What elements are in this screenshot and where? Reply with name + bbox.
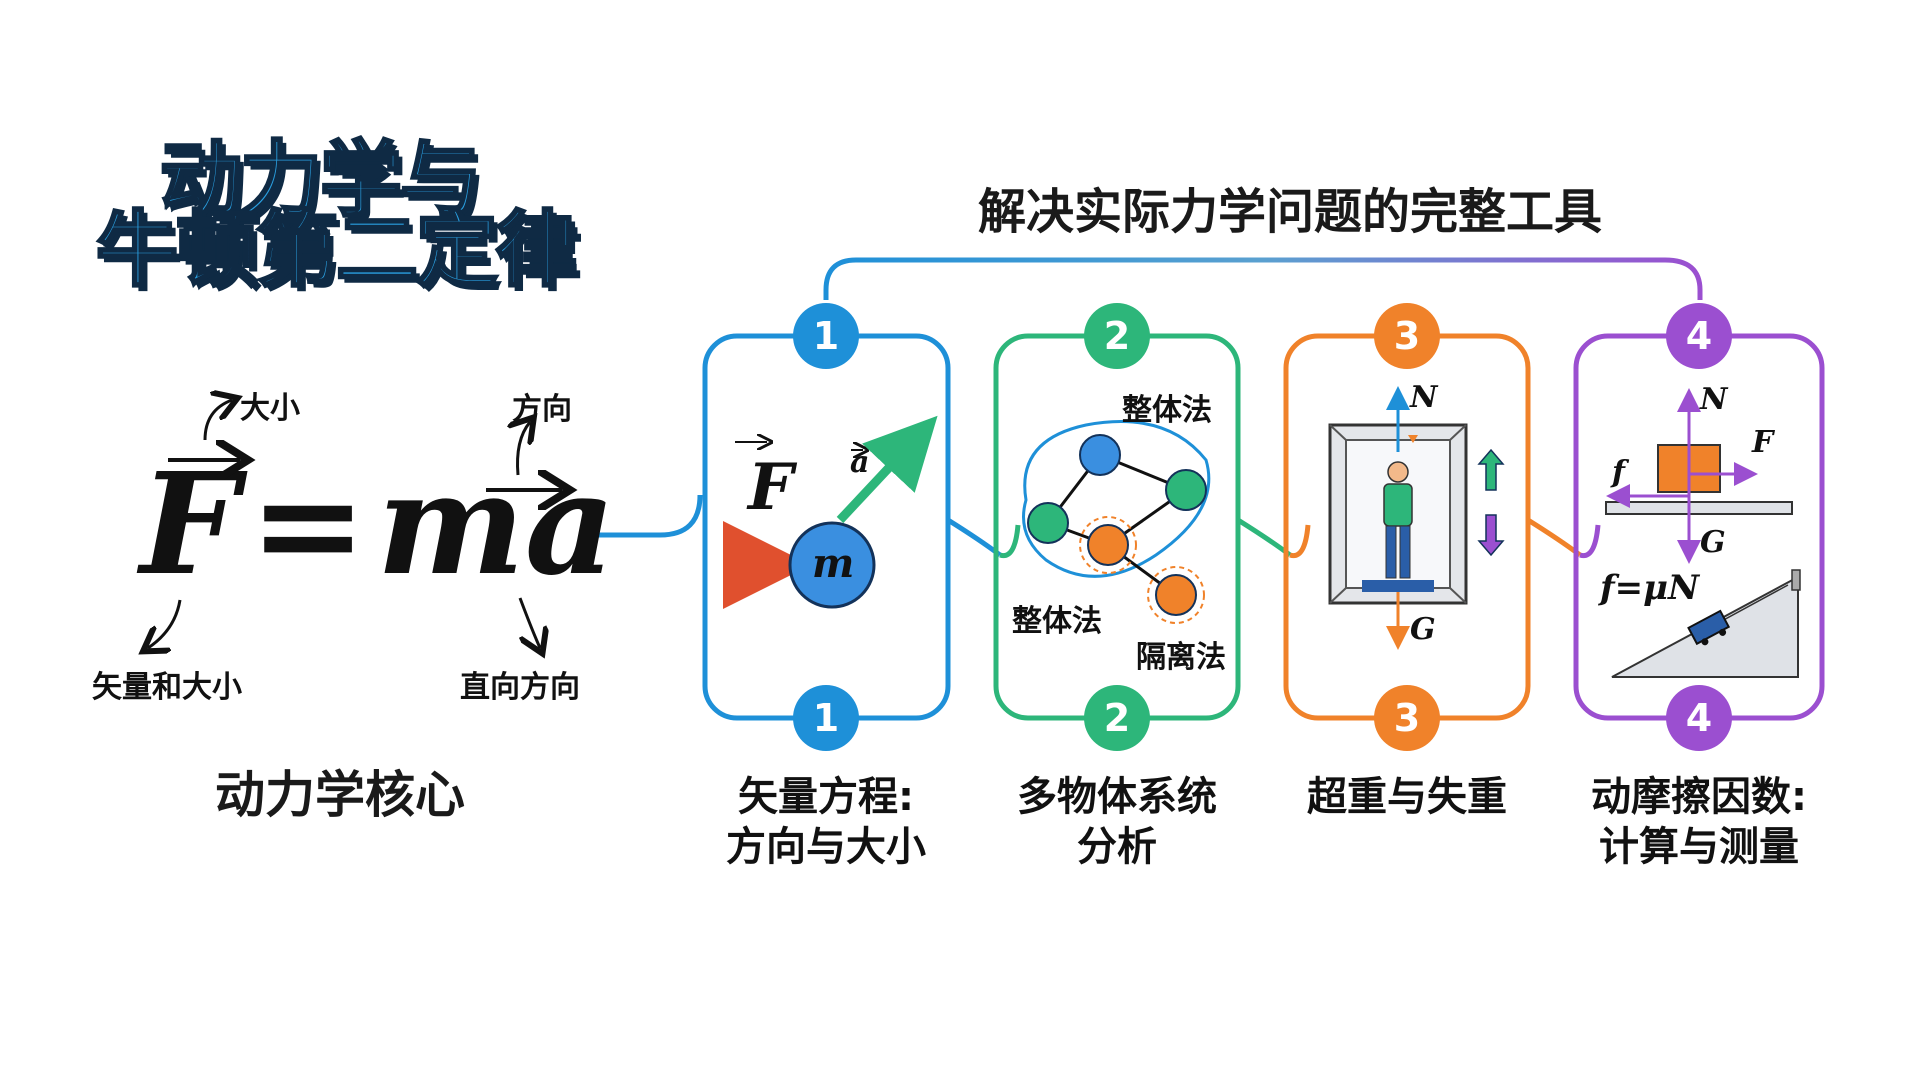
- step-1-caption-line-2: 方向与大小: [726, 824, 926, 870]
- formula-connector: [595, 494, 703, 538]
- title-line-2: 牛顿第二定律: [94, 203, 579, 298]
- formula-m: m: [376, 443, 525, 607]
- annotation-direction-2: 直向方向: [460, 670, 580, 705]
- annotation-vector-sum: 矢量和大小: [92, 670, 242, 705]
- step-4-badge-top: 4: [1666, 303, 1732, 369]
- title-line-1: 动力学与: [158, 133, 483, 228]
- table-surface: [1605, 501, 1793, 515]
- step-2-caption: 多物体系统 分析: [977, 772, 1257, 872]
- panel-2-whole-label-top: 整体法: [1122, 393, 1212, 428]
- step-2-badge-bottom: 2: [1084, 685, 1150, 751]
- annotation-direction: 方向: [512, 392, 572, 427]
- step-3-caption: 超重与失重: [1267, 772, 1547, 822]
- step-1-caption: 矢量方程: 方向与大小: [686, 772, 966, 872]
- panel-1-force-label: F: [748, 450, 794, 525]
- accel-arrow: [836, 415, 938, 524]
- whole-system-outline: [1022, 420, 1211, 578]
- step-3-badge-top: 3: [1374, 303, 1440, 369]
- step-4-caption-line-1: 动摩擦因数:: [1591, 774, 1807, 820]
- panel-4-normal-label: N: [1700, 382, 1728, 417]
- step-3-caption-line-1: 超重与失重: [1307, 774, 1507, 820]
- panel-2-isolate-label: 隔离法: [1136, 640, 1226, 675]
- arrow-top-right: [518, 422, 531, 476]
- step-4-caption-line-2: 计算与测量: [1599, 824, 1799, 870]
- arrow-bottom-right: [518, 597, 540, 648]
- annotation-magnitude: 大小: [240, 391, 300, 426]
- person-head: [1387, 461, 1409, 483]
- step-2-caption-line-1: 多物体系统: [1017, 774, 1217, 820]
- panel-4-gravity-label: G: [1700, 525, 1726, 560]
- person-body: [1383, 483, 1413, 527]
- step-3-badge-bottom: 3: [1374, 685, 1440, 751]
- node-green-left: [1027, 502, 1069, 544]
- panel-1-accel-label: a: [850, 445, 870, 480]
- panel-1-mass-label: m: [812, 540, 855, 587]
- step-1-caption-line-1: 矢量方程:: [738, 774, 914, 820]
- top-bracket-line: [823, 257, 1703, 300]
- panel-4-illustration: [1605, 388, 1801, 678]
- node-orange-1: [1087, 524, 1129, 566]
- up-arrow: [1477, 448, 1505, 491]
- step-1-badge-top: 1: [793, 303, 859, 369]
- step-2-caption-line-2: 分析: [1077, 824, 1157, 870]
- formula-equals: =: [249, 443, 367, 607]
- panel-2-illustration: [1022, 420, 1211, 624]
- down-arrow: [1477, 514, 1505, 557]
- panel-3-gravity-label: G: [1410, 612, 1436, 647]
- panel-4-friction-label: f: [1612, 455, 1625, 490]
- formula-arrows: [0, 0, 700, 720]
- node-green-right: [1165, 469, 1207, 511]
- core-label: 动力学核心: [215, 766, 465, 824]
- node-orange-2: [1155, 574, 1197, 616]
- panel-4-formula-label: f=μN: [1600, 568, 1700, 608]
- arrow-bottom-left: [148, 599, 182, 648]
- mass-ball: [788, 521, 876, 609]
- step-4-caption: 动摩擦因数: 计算与测量: [1559, 772, 1839, 872]
- subtitle: 解决实际力学问题的完整工具: [977, 184, 1602, 240]
- panel-3-illustration: [1328, 386, 1505, 650]
- panel-3-normal-label: N: [1410, 380, 1438, 415]
- step-2-badge-top: 2: [1084, 303, 1150, 369]
- cart: [1687, 609, 1731, 646]
- step-1-badge-bottom: 1: [793, 685, 859, 751]
- panel-1-illustration: [723, 415, 938, 609]
- panel-2-whole-label-bottom: 整体法: [1012, 604, 1102, 639]
- panel-4-force-label: F: [1752, 425, 1774, 460]
- step-4-badge-bottom: 4: [1666, 685, 1732, 751]
- node-blue: [1079, 434, 1121, 476]
- arrow-top-left: [203, 400, 232, 441]
